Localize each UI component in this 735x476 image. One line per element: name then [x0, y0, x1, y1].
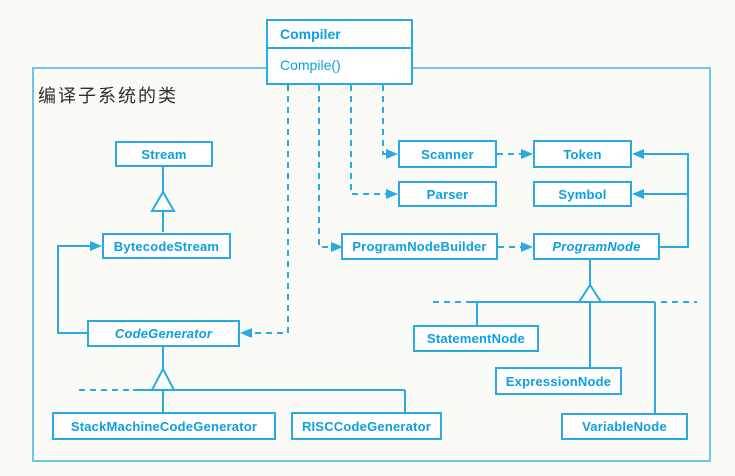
inheritance-programnode [433, 260, 697, 414]
dependency-programnodebuilder-programnode [498, 242, 533, 252]
inheritance-triangle-icon [150, 190, 176, 212]
inheritance-triangle-icon [150, 366, 176, 391]
arrowhead-icon [90, 241, 102, 251]
arrowhead-icon [632, 149, 644, 159]
class-stream: Stream [115, 141, 213, 167]
association-codegenerator-bytecodestream [57, 241, 102, 334]
arrowhead-icon [386, 149, 398, 159]
dependency-compiler-codegenerator [240, 85, 289, 338]
arrowhead-icon [240, 328, 252, 338]
class-bytecodestream: BytecodeStream [102, 233, 231, 259]
dependency-compiler-parser [350, 85, 398, 199]
association-programnode-token-symbol [632, 149, 689, 248]
class-statementnode: StatementNode [413, 325, 539, 352]
inheritance-stream [150, 167, 176, 232]
class-stackmachinecodegenerator: StackMachineCodeGenerator [52, 412, 276, 440]
arrowhead-icon [521, 242, 533, 252]
class-variablenode: VariableNode [561, 413, 688, 440]
class-programnodebuilder: ProgramNodeBuilder [341, 233, 498, 260]
arrowhead-icon [331, 242, 343, 252]
class-programnode: ProgramNode [533, 233, 660, 260]
class-compiler-name: Compiler [268, 21, 411, 49]
class-expressionnode: ExpressionNode [495, 367, 622, 395]
class-codegenerator: CodeGenerator [87, 320, 240, 347]
arrowhead-icon [521, 149, 533, 159]
class-scanner: Scanner [398, 140, 497, 168]
arrowhead-icon [386, 189, 398, 199]
inheritance-codegenerator [79, 347, 406, 413]
class-token: Token [533, 140, 632, 168]
subsystem-boundary [32, 67, 711, 462]
arrowhead-icon [632, 189, 644, 199]
subsystem-label: 编译子系统的类 [38, 86, 178, 106]
class-symbol: Symbol [533, 181, 632, 207]
class-compiler: Compiler Compile() [266, 19, 413, 85]
class-risccodegenerator: RISCCodeGenerator [291, 412, 442, 440]
class-compiler-method: Compile() [280, 57, 341, 73]
class-parser: Parser [398, 181, 497, 207]
dependency-compiler-scanner [382, 85, 398, 159]
dependency-scanner-token [497, 149, 533, 159]
inheritance-triangle-icon [577, 283, 603, 303]
dependency-compiler-programnodebuilder [318, 85, 343, 252]
